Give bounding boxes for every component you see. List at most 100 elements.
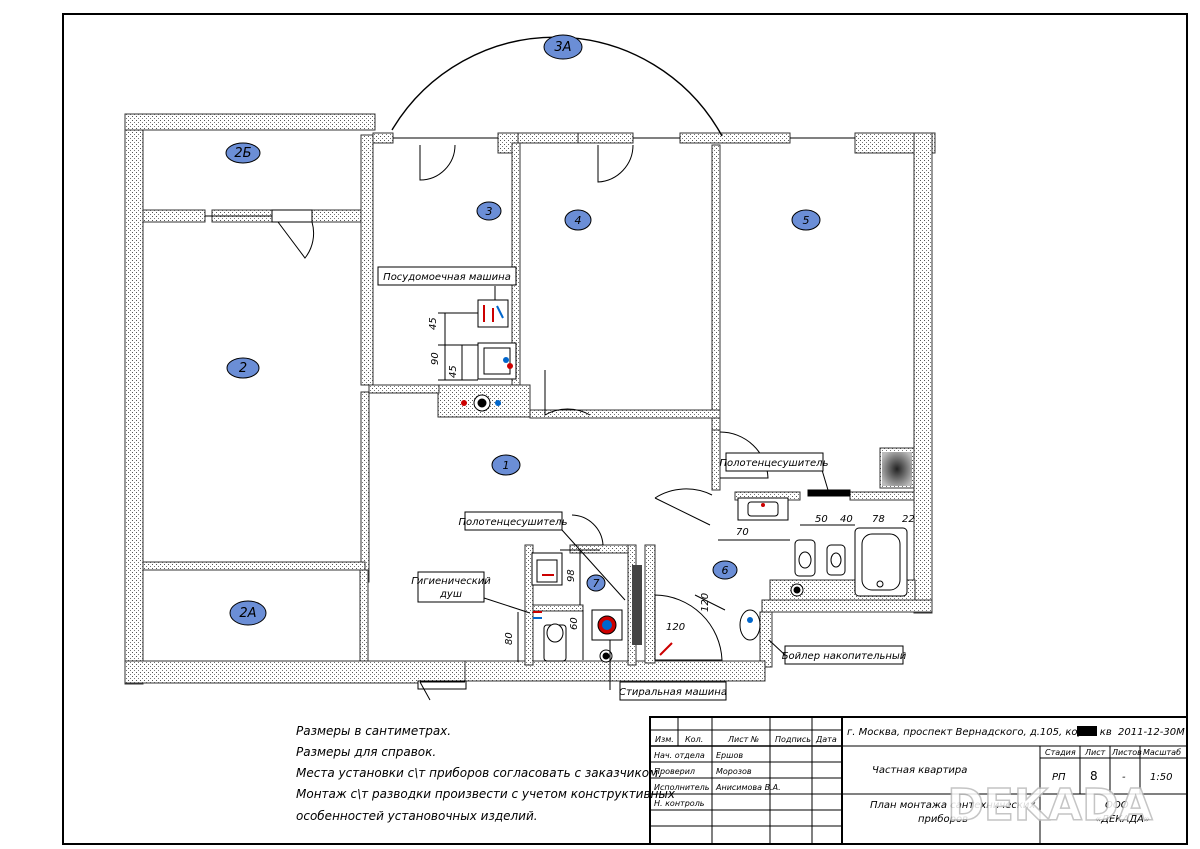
- room-marker-2b: 2Б: [225, 142, 261, 164]
- dim-label: 70: [736, 527, 749, 538]
- dim-label: 120: [700, 593, 711, 612]
- room-marker-5: 5: [791, 209, 821, 231]
- note-line: Монтаж с\т разводки произвести с учетом …: [296, 787, 676, 801]
- drawing-frame: [62, 13, 1188, 845]
- room-marker-ellipse: [564, 209, 592, 231]
- title-block-main: г. Москва, проспект Вернадского, д.105, …: [847, 727, 1185, 825]
- tb-header: Дата: [815, 735, 837, 744]
- room-marker-7: 7: [586, 574, 606, 592]
- callout-text: Бойлер накопительный: [782, 651, 907, 662]
- room-number: 4: [575, 214, 582, 227]
- tb-sheets-head: Листов: [1111, 748, 1142, 757]
- tb-drawing-title: План монтажа сантехнических: [870, 800, 1035, 811]
- redacted-apartment-number: [1077, 726, 1097, 736]
- dim-label: 90: [430, 352, 441, 365]
- room-marker-2: 2: [226, 357, 260, 379]
- boiler: [739, 609, 761, 641]
- tb-sheet-head: Лист: [1084, 748, 1106, 757]
- callout-hygienic-shower: Гигиенический душ: [411, 571, 491, 603]
- callout-towel-warmer-1: Полотенцесушитель: [459, 511, 568, 531]
- riser-shaft: [632, 565, 642, 645]
- tb-name: Ершов: [716, 751, 743, 760]
- room-number: 7: [593, 577, 600, 590]
- windows: [205, 137, 855, 690]
- callout-dishwasher: Посудомоечная машина: [377, 266, 517, 286]
- callout-text: Полотенцесушитель: [459, 517, 568, 528]
- watermark-logo: DEKADA: [947, 780, 1152, 831]
- tb-address: г. Москва, проспект Вернадского, д.105, …: [847, 727, 1112, 738]
- dim-label: 78: [872, 514, 885, 525]
- room-number: 3А: [554, 40, 571, 55]
- room-marker-3a: 3А: [543, 34, 583, 60]
- tb-object: Частная квартира: [872, 765, 967, 776]
- note-line: Размеры для справок.: [296, 745, 436, 759]
- tb-code: 2011-12-30М: [1118, 727, 1185, 738]
- room-marker-ellipse: [476, 201, 502, 221]
- callout-washing-machine: Стиральная машина: [619, 681, 727, 701]
- dim-label: 40: [840, 514, 853, 525]
- note-line: особенностей установочных изделий.: [296, 809, 538, 823]
- tb-company: «ДЕКАДА»: [1095, 814, 1150, 825]
- dim-label: 80: [504, 632, 515, 645]
- dim-label: 45: [428, 317, 439, 330]
- tb-header: Лист №: [727, 735, 759, 744]
- room-marker-1: 1: [491, 454, 521, 476]
- title-block-text: Изм. Кол. Лист № Подпись Дата Нач. отдел…: [654, 735, 1181, 808]
- room-marker-4: 4: [564, 209, 592, 231]
- callout-text: Полотенцесушитель: [720, 458, 829, 469]
- callout-text: душ: [439, 589, 462, 600]
- tb-header: Подпись: [775, 735, 811, 744]
- tb-role: Нач. отдела: [654, 751, 705, 760]
- note-line: Размеры в сантиметрах.: [296, 724, 451, 738]
- tb-header: Кол.: [685, 735, 703, 744]
- tb-role: Исполнитель: [654, 783, 710, 792]
- room-marker-ellipse: [791, 209, 821, 231]
- room-marker-ellipse: [226, 357, 260, 379]
- room-number: 2: [239, 361, 247, 376]
- room-marker-ellipse: [586, 574, 606, 592]
- tb-stage: РП: [1052, 772, 1066, 783]
- tb-company: ООО: [1105, 800, 1129, 811]
- dim-label: 120: [666, 622, 685, 633]
- tb-drawing-title: приборов: [918, 813, 968, 825]
- room-marker-ellipse: [543, 34, 583, 60]
- room-number: 5: [803, 214, 810, 227]
- dim-label: 50: [815, 514, 828, 525]
- dim-label: 98: [566, 569, 577, 582]
- room-marker-ellipse: [712, 560, 738, 580]
- tb-stage-head: Стадия: [1045, 748, 1076, 757]
- callout-towel-warmer-2: Полотенцесушитель: [720, 452, 829, 472]
- room-marker-3: 3: [476, 201, 502, 221]
- dimension-labels: 45 90 45 70 50 40 78 22 98 60 80 120 120: [428, 317, 915, 645]
- tb-name: Морозов: [716, 767, 752, 776]
- general-notes: Размеры в сантиметрах. Размеры для справ…: [296, 724, 676, 823]
- room-number: 6: [722, 564, 729, 577]
- room-marker-ellipse: [229, 600, 267, 626]
- tb-role: Н. контроль: [654, 799, 705, 808]
- tb-scale-head: Масштаб: [1143, 748, 1181, 757]
- room-number: 2А: [239, 606, 256, 621]
- tb-name: Анисимова В.А.: [715, 783, 781, 792]
- callout-boiler: Бойлер накопительный: [782, 645, 907, 665]
- tb-sheets: -: [1122, 772, 1126, 783]
- title-block: [649, 716, 1188, 845]
- room-marker-ellipse: [491, 454, 521, 476]
- walls: [124, 113, 936, 685]
- room-number: 3: [486, 205, 493, 218]
- tb-scale: 1:50: [1150, 772, 1172, 783]
- room-number: 1: [503, 459, 510, 472]
- dim-label: 60: [569, 617, 580, 630]
- callout-text: Гигиенический: [411, 576, 491, 587]
- shaft-shading: [882, 452, 912, 486]
- towel-warmer-bath: [807, 489, 851, 497]
- dim-label: 22: [902, 514, 915, 525]
- tb-role: Проверил: [654, 767, 695, 776]
- doors: [277, 144, 769, 701]
- tb-header: Изм.: [655, 735, 674, 744]
- room-marker-2a: 2А: [229, 600, 267, 626]
- note-line: Места установки с\т приборов согласовать…: [296, 766, 662, 780]
- tb-sheet: 8: [1090, 769, 1098, 783]
- room-number: 2Б: [234, 146, 251, 161]
- fixtures: [461, 299, 908, 663]
